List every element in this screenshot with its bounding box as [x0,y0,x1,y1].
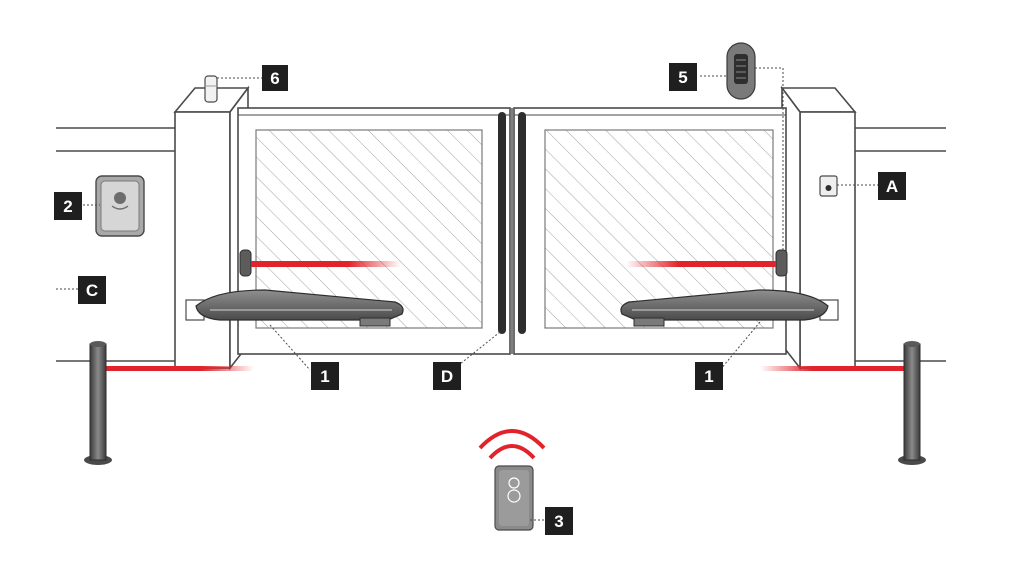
callout-1-right: 1 [695,362,723,390]
callout-a: A [878,172,906,200]
flashing-lamp-icon [204,75,218,103]
photocell-column-right-icon [760,341,926,465]
svg-text:1: 1 [704,367,713,386]
key-selector-icon [819,175,838,197]
remote-control-icon [478,429,546,531]
callout-3: 3 [545,507,573,535]
photocell-inner-left [239,249,401,277]
outer-beam-right [760,366,910,371]
svg-text:D: D [441,367,453,386]
callout-2: 2 [54,192,82,220]
svg-text:2: 2 [63,197,72,216]
photocell-column-left-icon [84,341,254,465]
callout-d: D [433,362,461,390]
callout-6: 6 [262,65,288,91]
photocell-beam-left [251,261,401,267]
callout-1-left: 1 [311,362,339,390]
receiver-antenna-icon [726,42,756,100]
right-pillar [780,85,857,371]
callout-c: C [78,276,106,304]
svg-text:5: 5 [678,68,687,87]
control-unit-box-icon [95,175,145,237]
svg-text:3: 3 [554,512,563,531]
svg-text:A: A [886,177,898,196]
wall-rails [56,127,946,362]
left-pillar [173,85,250,371]
safety-edge-strips [498,108,526,354]
photocell-beam-right [626,261,776,267]
svg-text:C: C [86,281,98,300]
swing-gate-arm-motor-right-icon [620,289,839,327]
photocell-inner-right [626,249,788,277]
svg-text:6: 6 [270,69,279,88]
outer-beam-left [102,366,254,371]
swing-gate-arm-motor-left-icon [185,289,404,327]
leader-lines [56,67,878,521]
svg-text:1: 1 [320,367,329,386]
callout-5: 5 [669,63,697,91]
